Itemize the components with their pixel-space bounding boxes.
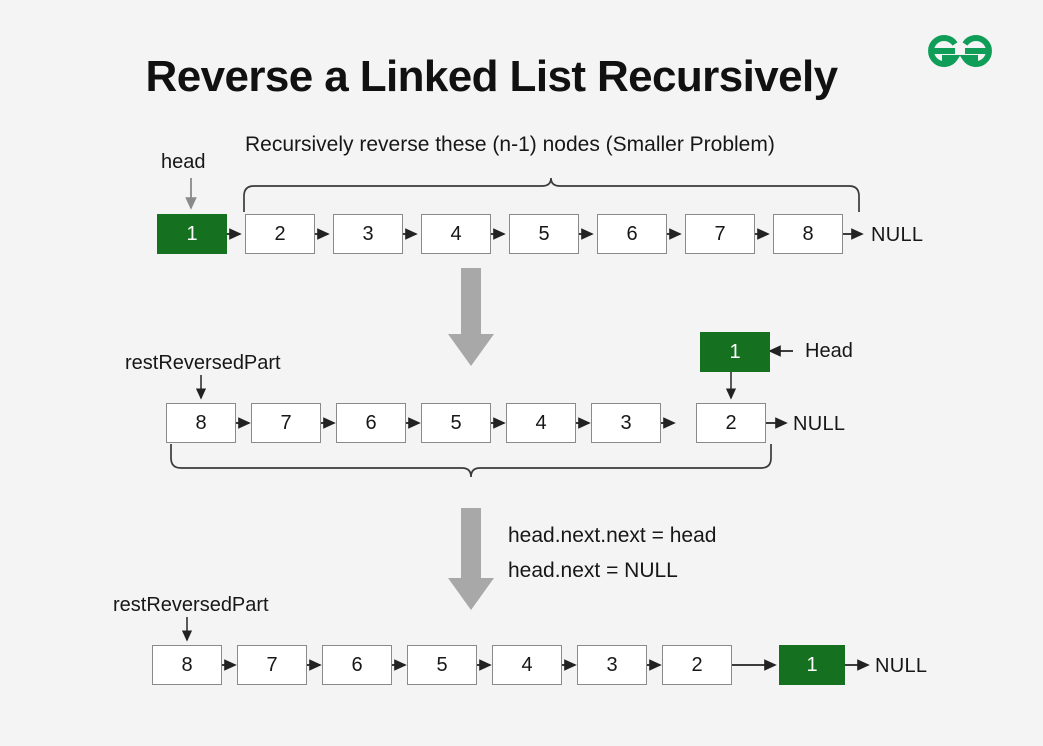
node-value: 2	[691, 653, 703, 676]
node-value: 4	[521, 653, 533, 676]
node-row3-1[interactable]: 7	[237, 645, 307, 685]
head-label-row1: head	[161, 151, 206, 173]
null-label-row3: NULL	[875, 655, 928, 677]
node-value: 5	[450, 411, 462, 434]
node-value: 7	[714, 222, 726, 245]
node-value: 3	[362, 222, 374, 245]
node-value: 1	[806, 653, 818, 676]
node-value: 1	[729, 340, 741, 363]
node-row3-3[interactable]: 5	[407, 645, 477, 685]
node-value: 4	[535, 411, 547, 434]
node-value: 8	[802, 222, 814, 245]
node-row1-5[interactable]: 6	[597, 214, 667, 254]
big-down-arrow-1	[448, 268, 494, 366]
node-row2-5[interactable]: 3	[591, 403, 661, 443]
node-value: 1	[186, 222, 198, 245]
node-row3-4[interactable]: 4	[492, 645, 562, 685]
node-row2-4[interactable]: 4	[506, 403, 576, 443]
geeksforgeeks-logo	[922, 28, 998, 74]
code-line-2: head.next = NULL	[508, 559, 678, 582]
node-row2-6[interactable]: 2	[696, 403, 766, 443]
node-value: 3	[606, 653, 618, 676]
node-value: 5	[538, 222, 550, 245]
node-row1-4[interactable]: 5	[509, 214, 579, 254]
smaller-problem-brace	[243, 177, 860, 212]
node-value: 7	[280, 411, 292, 434]
node-row2-2[interactable]: 6	[336, 403, 406, 443]
node-row1-7[interactable]: 8	[773, 214, 843, 254]
node-row2-1[interactable]: 7	[251, 403, 321, 443]
node-row3-2[interactable]: 6	[322, 645, 392, 685]
smaller-problem-caption: Recursively reverse these (n-1) nodes (S…	[245, 133, 775, 156]
node-row1-0[interactable]: 1	[157, 214, 227, 254]
node-row1-3[interactable]: 4	[421, 214, 491, 254]
node-row2-3[interactable]: 5	[421, 403, 491, 443]
node-value: 2	[274, 222, 286, 245]
rest-reversed-part-label-row3: restReversedPart	[113, 594, 269, 616]
null-label-row2: NULL	[793, 413, 846, 435]
node-row1-6[interactable]: 7	[685, 214, 755, 254]
node-row3-7[interactable]: 1	[779, 645, 845, 685]
node-value: 6	[351, 653, 363, 676]
node-value: 2	[725, 411, 737, 434]
node-row1-1[interactable]: 2	[245, 214, 315, 254]
node-value: 8	[195, 411, 207, 434]
node-value: 3	[620, 411, 632, 434]
detached-node-row2[interactable]: 1	[700, 332, 770, 372]
node-value: 6	[365, 411, 377, 434]
node-value: 6	[626, 222, 638, 245]
node-row2-0[interactable]: 8	[166, 403, 236, 443]
code-line-1: head.next.next = head	[508, 524, 717, 547]
page-title: Reverse a Linked List Recursively	[145, 52, 839, 101]
node-row1-2[interactable]: 3	[333, 214, 403, 254]
node-value: 4	[450, 222, 462, 245]
node-value: 7	[266, 653, 278, 676]
node-row3-0[interactable]: 8	[152, 645, 222, 685]
node-value: 8	[181, 653, 193, 676]
big-down-arrow-2	[448, 508, 494, 610]
rest-reversed-part-label-row2: restReversedPart	[125, 352, 281, 374]
node-row3-5[interactable]: 3	[577, 645, 647, 685]
head-label-row2: Head	[805, 340, 853, 362]
node-value: 5	[436, 653, 448, 676]
null-label-row1: NULL	[871, 224, 924, 246]
rest-reversed-brace	[170, 444, 772, 478]
node-row3-6[interactable]: 2	[662, 645, 732, 685]
